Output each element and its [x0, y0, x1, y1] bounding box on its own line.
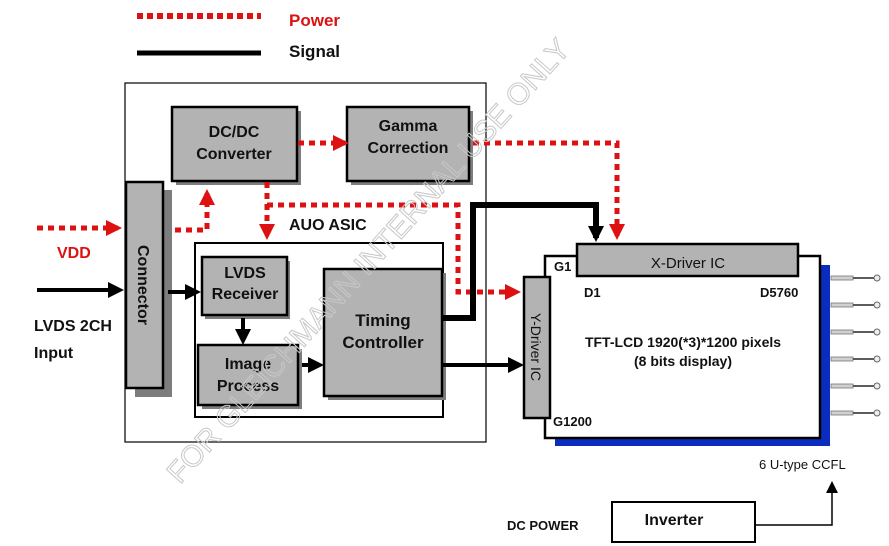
dcdc-label-2: Converter — [196, 146, 272, 163]
y-driver-label: Y-Driver IC — [528, 313, 544, 381]
panel-title-1: TFT-LCD 1920(*3)*1200 pixels — [585, 334, 781, 350]
tft-lcd-panel — [543, 254, 822, 440]
ccfl-lamp — [830, 328, 881, 336]
ccfl-lamp — [830, 274, 881, 282]
dcdc-to-ydriver — [267, 202, 521, 300]
image-process-block: Image Process — [196, 343, 302, 409]
ccfl-lamps — [830, 274, 881, 417]
lvds-receiver-label-1: LVDS — [224, 265, 266, 282]
ccfl-lamp — [830, 301, 881, 309]
connector-to-dcdc — [175, 189, 215, 233]
lvds-receiver-block: LVDS Receiver — [200, 255, 290, 319]
gamma-label-2: Correction — [368, 140, 449, 157]
legend-signal-label: Signal — [289, 42, 340, 61]
vdd-label: VDD — [57, 245, 91, 262]
x-driver-block: X-Driver IC — [575, 242, 800, 278]
dc-power-label: DC POWER — [507, 518, 579, 533]
connector-label: Connector — [134, 245, 151, 325]
panel-title-2: (8 bits display) — [634, 353, 732, 369]
asic-label: AUO ASIC — [289, 217, 367, 234]
gamma-label-1: Gamma — [379, 118, 438, 135]
power-lines — [37, 135, 625, 300]
timing-label-1: Timing — [355, 311, 410, 330]
inverter-label: Inverter — [645, 512, 704, 529]
y-driver-block: Y-Driver IC — [522, 275, 552, 420]
ccfl-lamp — [830, 409, 881, 417]
timing-label-2: Controller — [342, 333, 424, 352]
label-g1200: G1200 — [553, 414, 592, 429]
timing-to-xdriver — [443, 202, 604, 321]
label-d5760: D5760 — [760, 285, 798, 300]
connector-block: Connector — [124, 180, 172, 397]
label-g1: G1 — [554, 259, 571, 274]
inverter-to-ccfl-line — [755, 481, 838, 526]
image-process-label-2: Process — [217, 378, 279, 395]
legend-power-label: Power — [289, 11, 340, 30]
ccfl-lamp — [830, 355, 881, 363]
lvds-input-label-2: Input — [34, 345, 74, 362]
ccfl-lamp — [830, 382, 881, 390]
lvds-input-label-1: LVDS 2CH — [34, 318, 112, 335]
inverter-block: Inverter — [611, 501, 756, 543]
signal-lines — [37, 202, 604, 373]
gamma-to-xdriver — [473, 140, 625, 240]
timing-controller-block: Timing Controller — [322, 267, 446, 400]
dcdc-converter-block: DC/DC Converter — [170, 105, 301, 185]
gamma-correction-block: Gamma Correction — [345, 105, 473, 185]
ccfl-label: 6 U-type CCFL — [759, 457, 846, 472]
lvds-receiver-label-2: Receiver — [212, 286, 279, 303]
dcdc-label-1: DC/DC — [209, 124, 260, 141]
x-driver-label: X-Driver IC — [651, 255, 725, 272]
legend: Power Signal — [137, 11, 340, 61]
label-d1: D1 — [584, 285, 601, 300]
image-process-label-1: Image — [225, 356, 271, 373]
